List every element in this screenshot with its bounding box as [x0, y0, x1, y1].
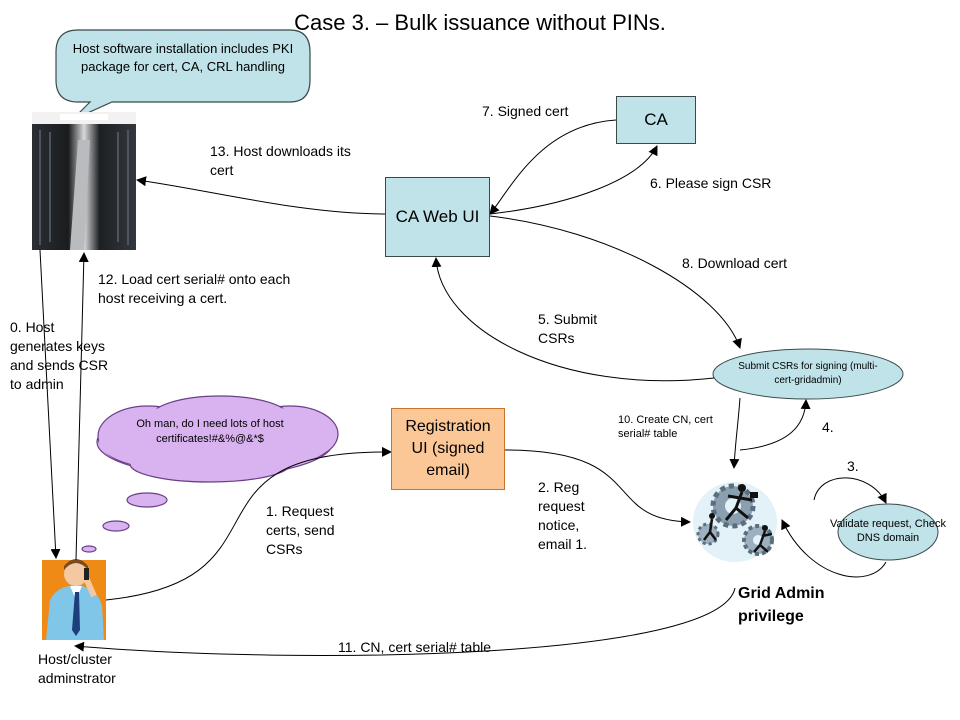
ca-box: CA [616, 96, 696, 144]
arrow-3-return [781, 519, 887, 578]
step-3-label: 3. [847, 458, 859, 474]
registration-ui-box: Registration UI (signed email) [391, 408, 505, 490]
arrow-6 [489, 145, 658, 215]
step-7-label: 7. Signed cert [482, 103, 569, 119]
grid-admin-label: Grid Admin privilege [738, 585, 825, 625]
ca-web-ui-box: CA Web UI [385, 177, 490, 257]
gears-people-icon [693, 482, 777, 562]
arrow-12 [39, 249, 61, 559]
arrow-3 [813, 477, 887, 504]
arrow-2 [504, 449, 691, 527]
validate-ellipse [837, 503, 939, 561]
step-1-label: 1. Request certs, send CSRs [266, 503, 335, 557]
arrow-13 [136, 176, 386, 215]
arrow-8 [489, 215, 742, 349]
host-admin-label: Host/cluster adminstrator [38, 651, 116, 686]
arrow-10 [729, 397, 741, 469]
arrow-0 [75, 252, 89, 561]
step-11-label: 11. CN, cert serial# table [338, 639, 492, 655]
arrow-11 [74, 587, 736, 656]
step-10-label: 10. Create CN, cert serial# table [618, 414, 713, 440]
arrow-1 [105, 446, 392, 601]
submit-csrs-label: Submit CSRs for signing (multi-cert-grid… [738, 361, 878, 386]
diagram-title: Case 3. – Bulk issuance without PINs. [294, 10, 666, 35]
submit-csrs-ellipse [712, 348, 904, 400]
step-2-label: 2. Reg request notice, email 1. [538, 479, 588, 552]
step-6-label: 6. Please sign CSR [650, 175, 772, 191]
step-12-label: 12. Load cert serial# onto each host rec… [98, 271, 291, 306]
cloud-text: Oh man, do I need lots of host certifica… [136, 418, 284, 445]
server-room-photo [32, 112, 136, 250]
step-8-label: 8. Download cert [682, 255, 788, 271]
arrow-4 [739, 399, 811, 451]
step-4-label: 4. [822, 419, 834, 435]
validate-label: Validate request, Check DNS domain [830, 518, 946, 544]
person-on-phone-icon [42, 559, 106, 640]
step-5-label: 5. Submit CSRs [538, 311, 598, 346]
step-13-label: 13. Host downloads its cert [210, 143, 351, 178]
arrow-5 [431, 257, 715, 382]
callout-text: Host software installation includes PKI … [72, 41, 294, 74]
step-0-label: 0. Host generates keys and sends CSR to … [10, 319, 109, 392]
callout-bubble [55, 29, 311, 121]
arrow-7 [489, 119, 617, 215]
